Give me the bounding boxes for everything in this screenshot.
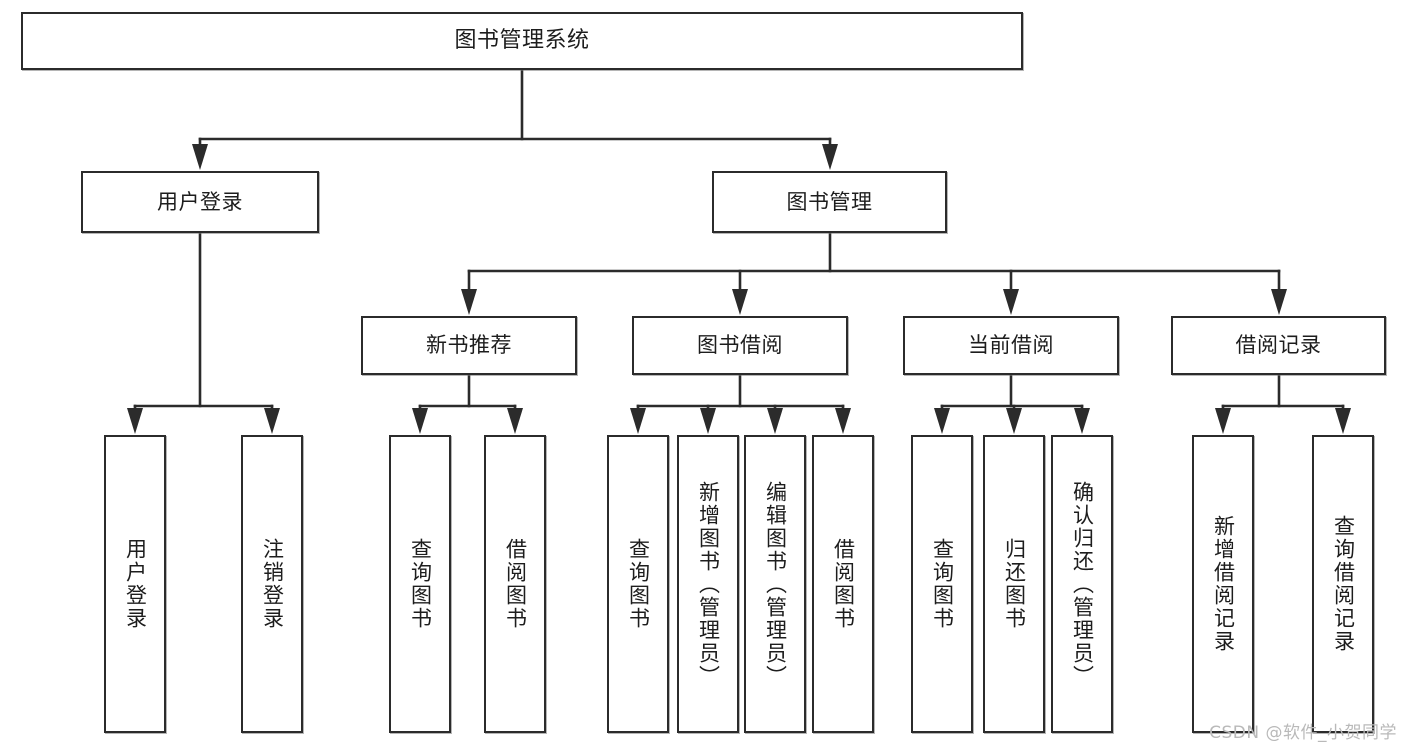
node-label-leaf-query-book-2: 查询图书 xyxy=(626,538,651,630)
arrowhead-book-manage-to-level3-0 xyxy=(461,289,477,315)
node-leaf-borrow-book-2: 借阅图书 xyxy=(812,435,874,733)
arrowhead-borrow-record-to-leaves-1 xyxy=(1335,408,1351,434)
arrowhead-current-borrow-to-leaves-0 xyxy=(934,408,950,434)
node-label-book-manage: 图书管理 xyxy=(786,189,873,214)
node-leaf-return-book: 归还图书 xyxy=(983,435,1045,733)
node-label-leaf-query-book-3: 查询图书 xyxy=(930,538,955,630)
node-label-new-book-recommend: 新书推荐 xyxy=(426,333,512,358)
node-leaf-edit-book-admin: 编辑图书（管理员） xyxy=(744,435,806,733)
node-book-manage: 图书管理 xyxy=(712,171,947,233)
arrowhead-book-manage-to-level3-1 xyxy=(732,289,748,315)
node-leaf-logout-login: 注销登录 xyxy=(241,435,303,733)
node-label-leaf-add-book-admin: 新增图书（管理员） xyxy=(696,480,721,688)
arrowhead-book-borrow-to-leaves-0 xyxy=(630,408,646,434)
arrowhead-root-to-level2-0 xyxy=(192,144,208,170)
arrowhead-book-borrow-to-leaves-2 xyxy=(767,408,783,434)
arrowhead-new-book-recommend-to-leaves-1 xyxy=(507,408,523,434)
node-leaf-add-book-admin: 新增图书（管理员） xyxy=(677,435,739,733)
node-leaf-confirm-return-admin: 确认归还（管理员） xyxy=(1051,435,1113,733)
arrowhead-book-manage-to-level3-3 xyxy=(1271,289,1287,315)
node-label-leaf-borrow-book-1: 借阅图书 xyxy=(503,538,528,630)
arrowhead-book-borrow-to-leaves-1 xyxy=(700,408,716,434)
watermark-label: CSDN @软件_小贺同学 xyxy=(1209,723,1397,743)
arrowhead-current-borrow-to-leaves-2 xyxy=(1074,408,1090,434)
node-label-leaf-query-book-1: 查询图书 xyxy=(408,538,433,630)
node-label-leaf-edit-book-admin: 编辑图书（管理员） xyxy=(763,480,788,688)
node-user-login: 用户登录 xyxy=(81,171,319,233)
arrowhead-user-login-to-leaves-1 xyxy=(264,408,280,434)
node-label-root: 图书管理系统 xyxy=(454,28,590,54)
arrowhead-current-borrow-to-leaves-1 xyxy=(1006,408,1022,434)
node-label-user-login: 用户登录 xyxy=(157,189,243,214)
node-book-borrow: 图书借阅 xyxy=(632,316,848,375)
node-label-leaf-borrow-book-2: 借阅图书 xyxy=(831,538,856,630)
node-label-borrow-record: 借阅记录 xyxy=(1235,333,1322,358)
node-borrow-record: 借阅记录 xyxy=(1171,316,1386,375)
arrowhead-new-book-recommend-to-leaves-0 xyxy=(412,408,428,434)
node-leaf-borrow-book-1: 借阅图书 xyxy=(484,435,546,733)
node-label-leaf-return-book: 归还图书 xyxy=(1002,538,1027,630)
arrowhead-book-manage-to-level3-2 xyxy=(1003,289,1019,315)
arrowhead-root-to-level2-1 xyxy=(822,144,838,170)
node-label-book-borrow: 图书借阅 xyxy=(697,333,783,358)
node-label-leaf-user-login: 用户登录 xyxy=(123,538,148,630)
node-leaf-add-borrow-record: 新增借阅记录 xyxy=(1192,435,1254,733)
node-label-current-borrow: 当前借阅 xyxy=(968,333,1054,358)
node-leaf-query-book-1: 查询图书 xyxy=(389,435,451,733)
node-root: 图书管理系统 xyxy=(21,12,1023,70)
node-leaf-user-login: 用户登录 xyxy=(104,435,166,733)
node-current-borrow: 当前借阅 xyxy=(903,316,1119,375)
node-label-leaf-logout-login: 注销登录 xyxy=(260,538,285,630)
node-label-leaf-query-borrow-record: 查询借阅记录 xyxy=(1331,515,1356,653)
node-label-leaf-confirm-return-admin: 确认归还（管理员） xyxy=(1070,480,1095,688)
arrowhead-user-login-to-leaves-0 xyxy=(127,408,143,434)
node-new-book-recommend: 新书推荐 xyxy=(361,316,577,375)
node-leaf-query-book-2: 查询图书 xyxy=(607,435,669,733)
arrowhead-book-borrow-to-leaves-3 xyxy=(835,408,851,434)
node-leaf-query-book-3: 查询图书 xyxy=(911,435,973,733)
node-label-leaf-add-borrow-record: 新增借阅记录 xyxy=(1211,515,1236,653)
node-leaf-query-borrow-record: 查询借阅记录 xyxy=(1312,435,1374,733)
arrowhead-borrow-record-to-leaves-0 xyxy=(1215,408,1231,434)
